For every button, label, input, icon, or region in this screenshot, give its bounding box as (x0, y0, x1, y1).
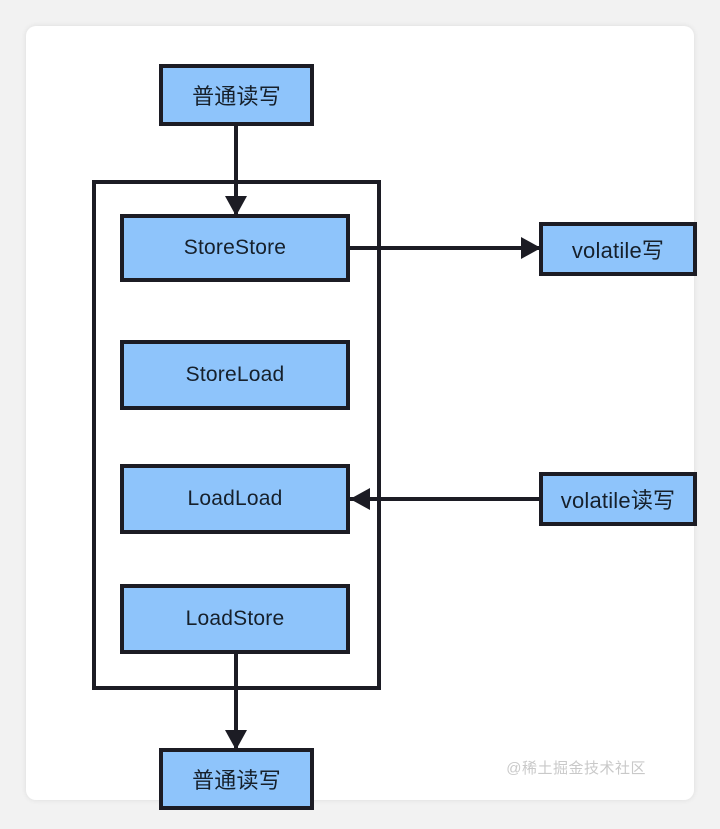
edge-line-top-to-storestore (234, 126, 238, 216)
node-volatile-read-write[interactable]: volatile读写 (539, 472, 697, 526)
diagram-card: 普通读写 StoreStore StoreLoad LoadLoad LoadS… (26, 26, 697, 810)
node-storestore-barrier[interactable]: StoreStore (120, 214, 350, 282)
node-loadload-barrier[interactable]: LoadLoad (120, 464, 350, 534)
node-loadstore-barrier[interactable]: LoadStore (120, 584, 350, 654)
edge-line-storestore-to-volatile-write (348, 246, 541, 250)
arrowhead-down-to-storestore (225, 196, 247, 216)
edge-line-volatile-read-write-to-loadload (350, 497, 541, 501)
arrowhead-left-to-loadload (350, 488, 370, 510)
node-top-normal-read-write[interactable]: 普通读写 (159, 64, 314, 126)
watermark-text: @稀土掘金技术社区 (506, 760, 646, 777)
arrowhead-right-to-volatile-write (521, 237, 541, 259)
arrowhead-down-to-bottom-normal-read-write (225, 730, 247, 750)
edge-line-loadstore-to-bottom (234, 652, 238, 750)
node-storeload-barrier[interactable]: StoreLoad (120, 340, 350, 410)
node-bottom-normal-read-write[interactable]: 普通读写 (159, 748, 314, 810)
node-volatile-write[interactable]: volatile写 (539, 222, 697, 276)
